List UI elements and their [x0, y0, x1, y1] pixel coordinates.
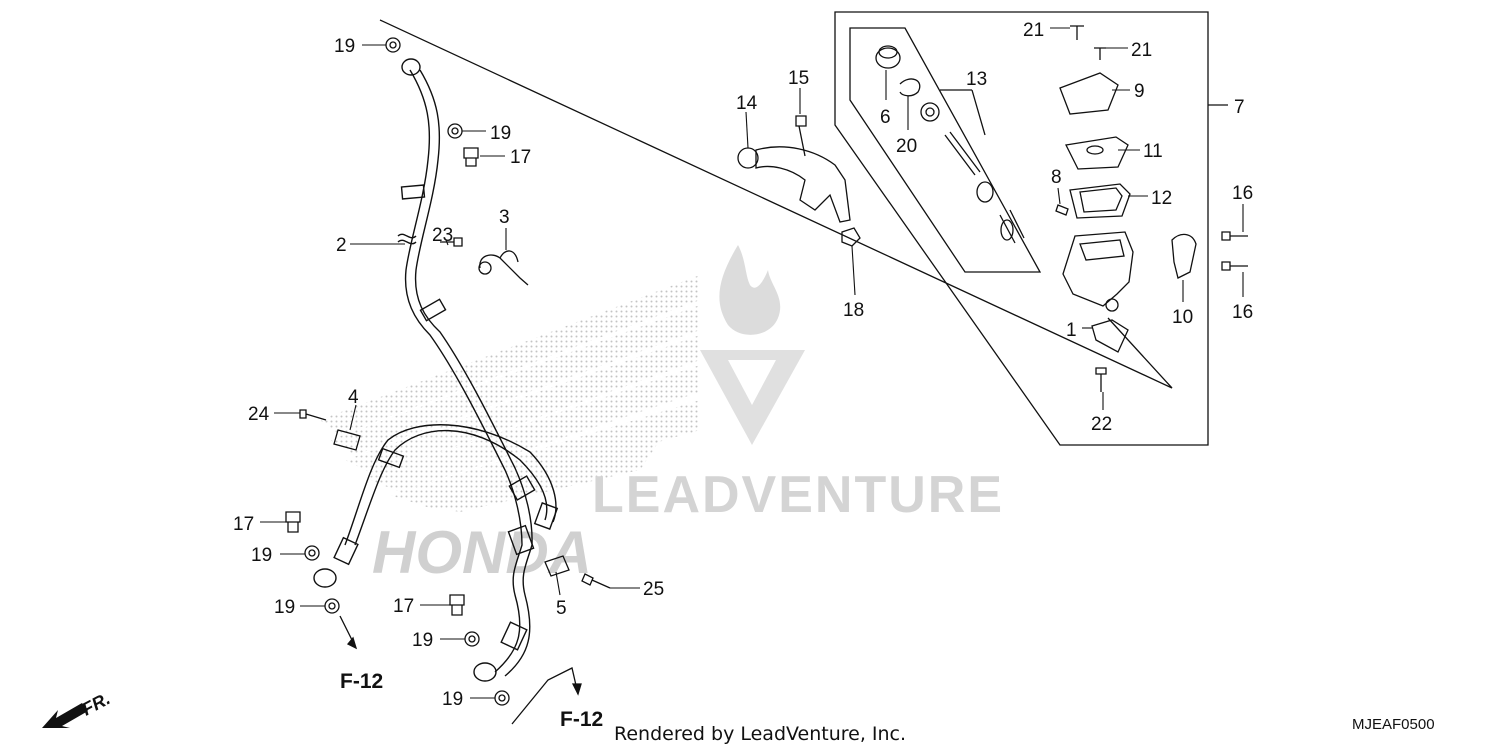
bolt [581, 573, 611, 589]
brake-hose [313, 58, 559, 682]
callout-21: 21 [1131, 40, 1152, 61]
callout-20: 20 [896, 136, 917, 157]
callout-4: 4 [348, 387, 359, 408]
sealing-washer [464, 631, 480, 647]
sealing-washer [447, 123, 463, 139]
pivot-nut [841, 227, 861, 247]
honda-wing-watermark [320, 275, 700, 512]
brake-lever-knob [737, 147, 759, 169]
callout-11: 11 [1143, 141, 1163, 162]
callout-10: 10 [1172, 307, 1193, 328]
callout-8: 8 [1051, 167, 1062, 188]
callout-19: 19 [334, 36, 355, 57]
callout-16: 16 [1232, 302, 1253, 323]
brake-lever [755, 146, 851, 223]
screw [1094, 47, 1106, 60]
brake-switch [1091, 319, 1129, 353]
screw [1095, 367, 1107, 392]
sealing-washer [324, 598, 340, 614]
diaphragm [1069, 183, 1131, 219]
reference-line [379, 19, 1173, 389]
callout-23: 23 [432, 225, 453, 246]
reference-label-f12: F-12 [340, 670, 383, 693]
callout-19: 19 [490, 123, 511, 144]
callout-19: 19 [251, 545, 272, 566]
sealing-washer [385, 37, 401, 53]
callout-7: 7 [1234, 97, 1245, 118]
hose-clamp [479, 250, 529, 286]
front-direction-arrow: FR. [42, 688, 113, 728]
credit-text: Rendered by LeadVenture, Inc. [614, 723, 906, 745]
callout-19: 19 [274, 597, 295, 618]
watermark-honda-text: HONDA [372, 519, 592, 586]
callout-22: 22 [1091, 414, 1112, 435]
callout-25: 25 [643, 579, 664, 600]
callout-16: 16 [1232, 183, 1253, 204]
callout-13: 13 [966, 69, 987, 90]
master-cylinder-holder [1171, 233, 1197, 279]
callout-5: 5 [556, 598, 567, 619]
pivot-bolt [795, 115, 807, 157]
reference-label-f12: F-12 [560, 708, 603, 731]
holder-bolt [1221, 231, 1248, 241]
piston-set-frame [849, 27, 1042, 273]
watermark-brand-text: LEADVENTURE [592, 466, 1004, 524]
callout-17: 17 [510, 147, 531, 168]
callout-17: 17 [233, 514, 254, 535]
callout-19: 19 [412, 630, 433, 651]
callout-15: 15 [788, 68, 809, 89]
callout-9: 9 [1134, 81, 1145, 102]
callout-18: 18 [843, 300, 864, 321]
callout-17: 17 [393, 596, 414, 617]
callout-2: 2 [336, 235, 347, 256]
oil-bolt [449, 594, 465, 616]
switch-screw [1055, 204, 1069, 216]
sealing-washer [494, 690, 510, 706]
callout-21: 21 [1023, 20, 1044, 41]
diagram-code: MJEAF0500 [1352, 716, 1435, 733]
boot [875, 47, 901, 69]
callout-3: 3 [499, 207, 510, 228]
diaphragm-plate [1065, 136, 1129, 170]
hose-clip [544, 555, 570, 577]
hose-clip [333, 429, 361, 451]
reservoir-cover [1059, 72, 1119, 115]
callout-1: 1 [1066, 320, 1077, 341]
master-cylinder-body [1062, 231, 1134, 307]
holder-bolt [1221, 261, 1248, 271]
callout-19: 19 [442, 689, 463, 710]
reference-arrow [346, 636, 358, 650]
front-arrow-label: FR. [78, 688, 113, 719]
callout-6: 6 [880, 107, 891, 128]
circlip [899, 78, 921, 97]
sealing-washer [304, 545, 320, 561]
callout-12: 12 [1151, 188, 1172, 209]
callout-24: 24 [248, 404, 270, 425]
oil-bolt [285, 511, 301, 533]
screw [1070, 25, 1084, 40]
leadventure-logo-watermark [700, 245, 805, 445]
oil-bolt [463, 147, 479, 167]
bolt [299, 409, 327, 421]
reference-arrow [571, 683, 582, 696]
master-cylinder-assembly-frame [834, 11, 1209, 446]
callout-14: 14 [736, 93, 758, 114]
